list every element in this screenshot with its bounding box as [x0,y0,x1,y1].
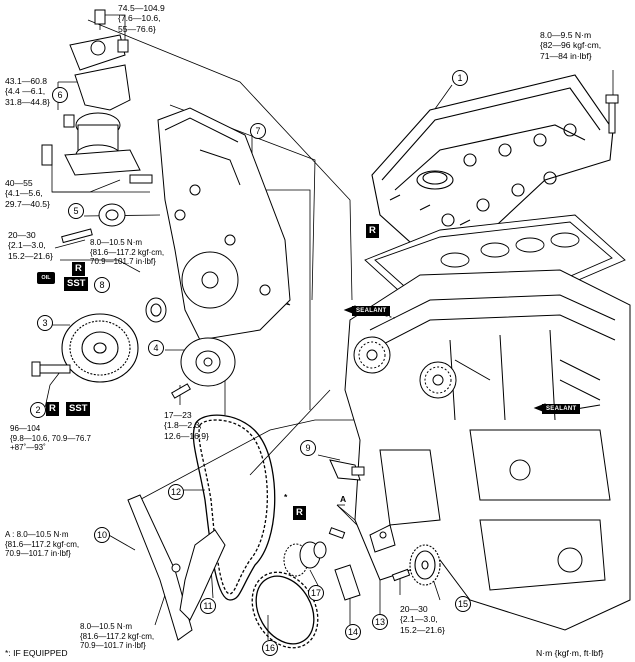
oil-pump-chain [251,571,319,649]
sst-badge-seal: SST [64,277,89,291]
bolt-top-right [605,94,619,134]
replace-badge-gasket: R [366,224,379,238]
front-oil-seal [145,297,167,323]
if-equipped-asterisk: * [284,492,288,502]
callout-7: 7 [250,123,266,139]
callout-9: 9 [300,440,316,456]
torque-label-mount-lower: 40—55 {4.1—5.6, 29.7—40.5} [5,178,50,209]
sealant-tag-upper: SEALANT [352,306,391,316]
torque-label-top: 74.5—104.9 {7.6—10.6, 55—76.6} [118,3,165,34]
oil-can-icon: OIL [37,272,55,284]
torque-label-cover-bolt: 8.0—9.5 N·m {82—96 kgf·cm, 71—84 in·lbf} [540,30,602,61]
callout-12: 12 [168,484,184,500]
bolt-oil-pump [391,568,411,582]
torque-label-oil-pump: 20—30 {2.1—3.0, 15.2—21.6} [400,604,445,635]
callout-15: 15 [455,596,471,612]
footnote-if-equipped: *: IF EQUIPPED [5,648,68,658]
chain-tensioner [329,459,365,481]
callout-11: 11 [200,598,216,614]
torque-label-crank-bolt: 96—104 {9.8—10.6, 70.9—76.7 +87˚—93˚ [10,424,91,453]
replace-badge-seal: R [72,262,85,276]
bolt-20-30 [61,228,93,244]
bolt-17-23 [171,383,191,399]
cam-sprockets [353,336,457,399]
tensioner-arm [171,529,226,621]
timing-chain [192,414,276,601]
oil-pump-guide [328,524,396,601]
callout-6: 6 [52,87,68,103]
chain-guide-10 [127,494,193,641]
oil-pump-sprocket [409,544,441,586]
callout-17: 17 [308,585,324,601]
crankshaft-bolt [31,361,71,377]
engine-block [344,269,631,631]
cylinder-head-cover [371,74,614,261]
idler-pulley-5 [98,203,126,227]
callout-10: 10 [94,527,110,543]
callout-8: 8 [94,277,110,293]
torque-label-idler-bolt: 20—30 {2.1—3.0, 15.2—21.6} [8,230,53,261]
units-legend: N·m {kgf·m, ft·lbf} [536,648,604,658]
replace-badge-sprocket: R [293,506,306,520]
sealant-tag-lower: SEALANT [542,404,581,414]
crank-sprocket [283,541,327,577]
callout-2: 2 [30,402,46,418]
idler-pulley-4 [180,337,236,387]
callout-4: 4 [148,340,164,356]
crankshaft-pulley [61,313,139,383]
torque-label-front-cover: 8.0—10.5 N·m {81.6—117.2 kgf·cm, 70.9—10… [90,238,165,267]
engine-mount-bracket [41,9,153,184]
replace-badge-crank-bolt: R [46,402,59,416]
engine-front-cover [157,107,291,341]
torque-label-a: A : 8.0—10.5 N·m {81.6—117.2 kgf·cm, 70.… [5,530,80,559]
sst-badge-crank-bolt: SST [66,402,91,416]
callout-5: 5 [68,203,84,219]
torque-label-idler-4: 17—23 {1.8—2.3, 12.6—16.9} [164,410,209,441]
torque-label-mount-upper: 43.1—60.8 {4.4 —6.1, 31.8—44.8} [5,76,50,107]
torque-label-guide: 8.0—10.5 N·m {81.6—117.2 kgf·cm, 70.9—10… [80,622,155,651]
point-a-label: A [340,494,347,504]
callout-1: 1 [452,70,468,86]
callout-13: 13 [372,614,388,630]
callout-16: 16 [262,640,278,656]
callout-3: 3 [37,315,53,331]
callout-14: 14 [345,624,361,640]
